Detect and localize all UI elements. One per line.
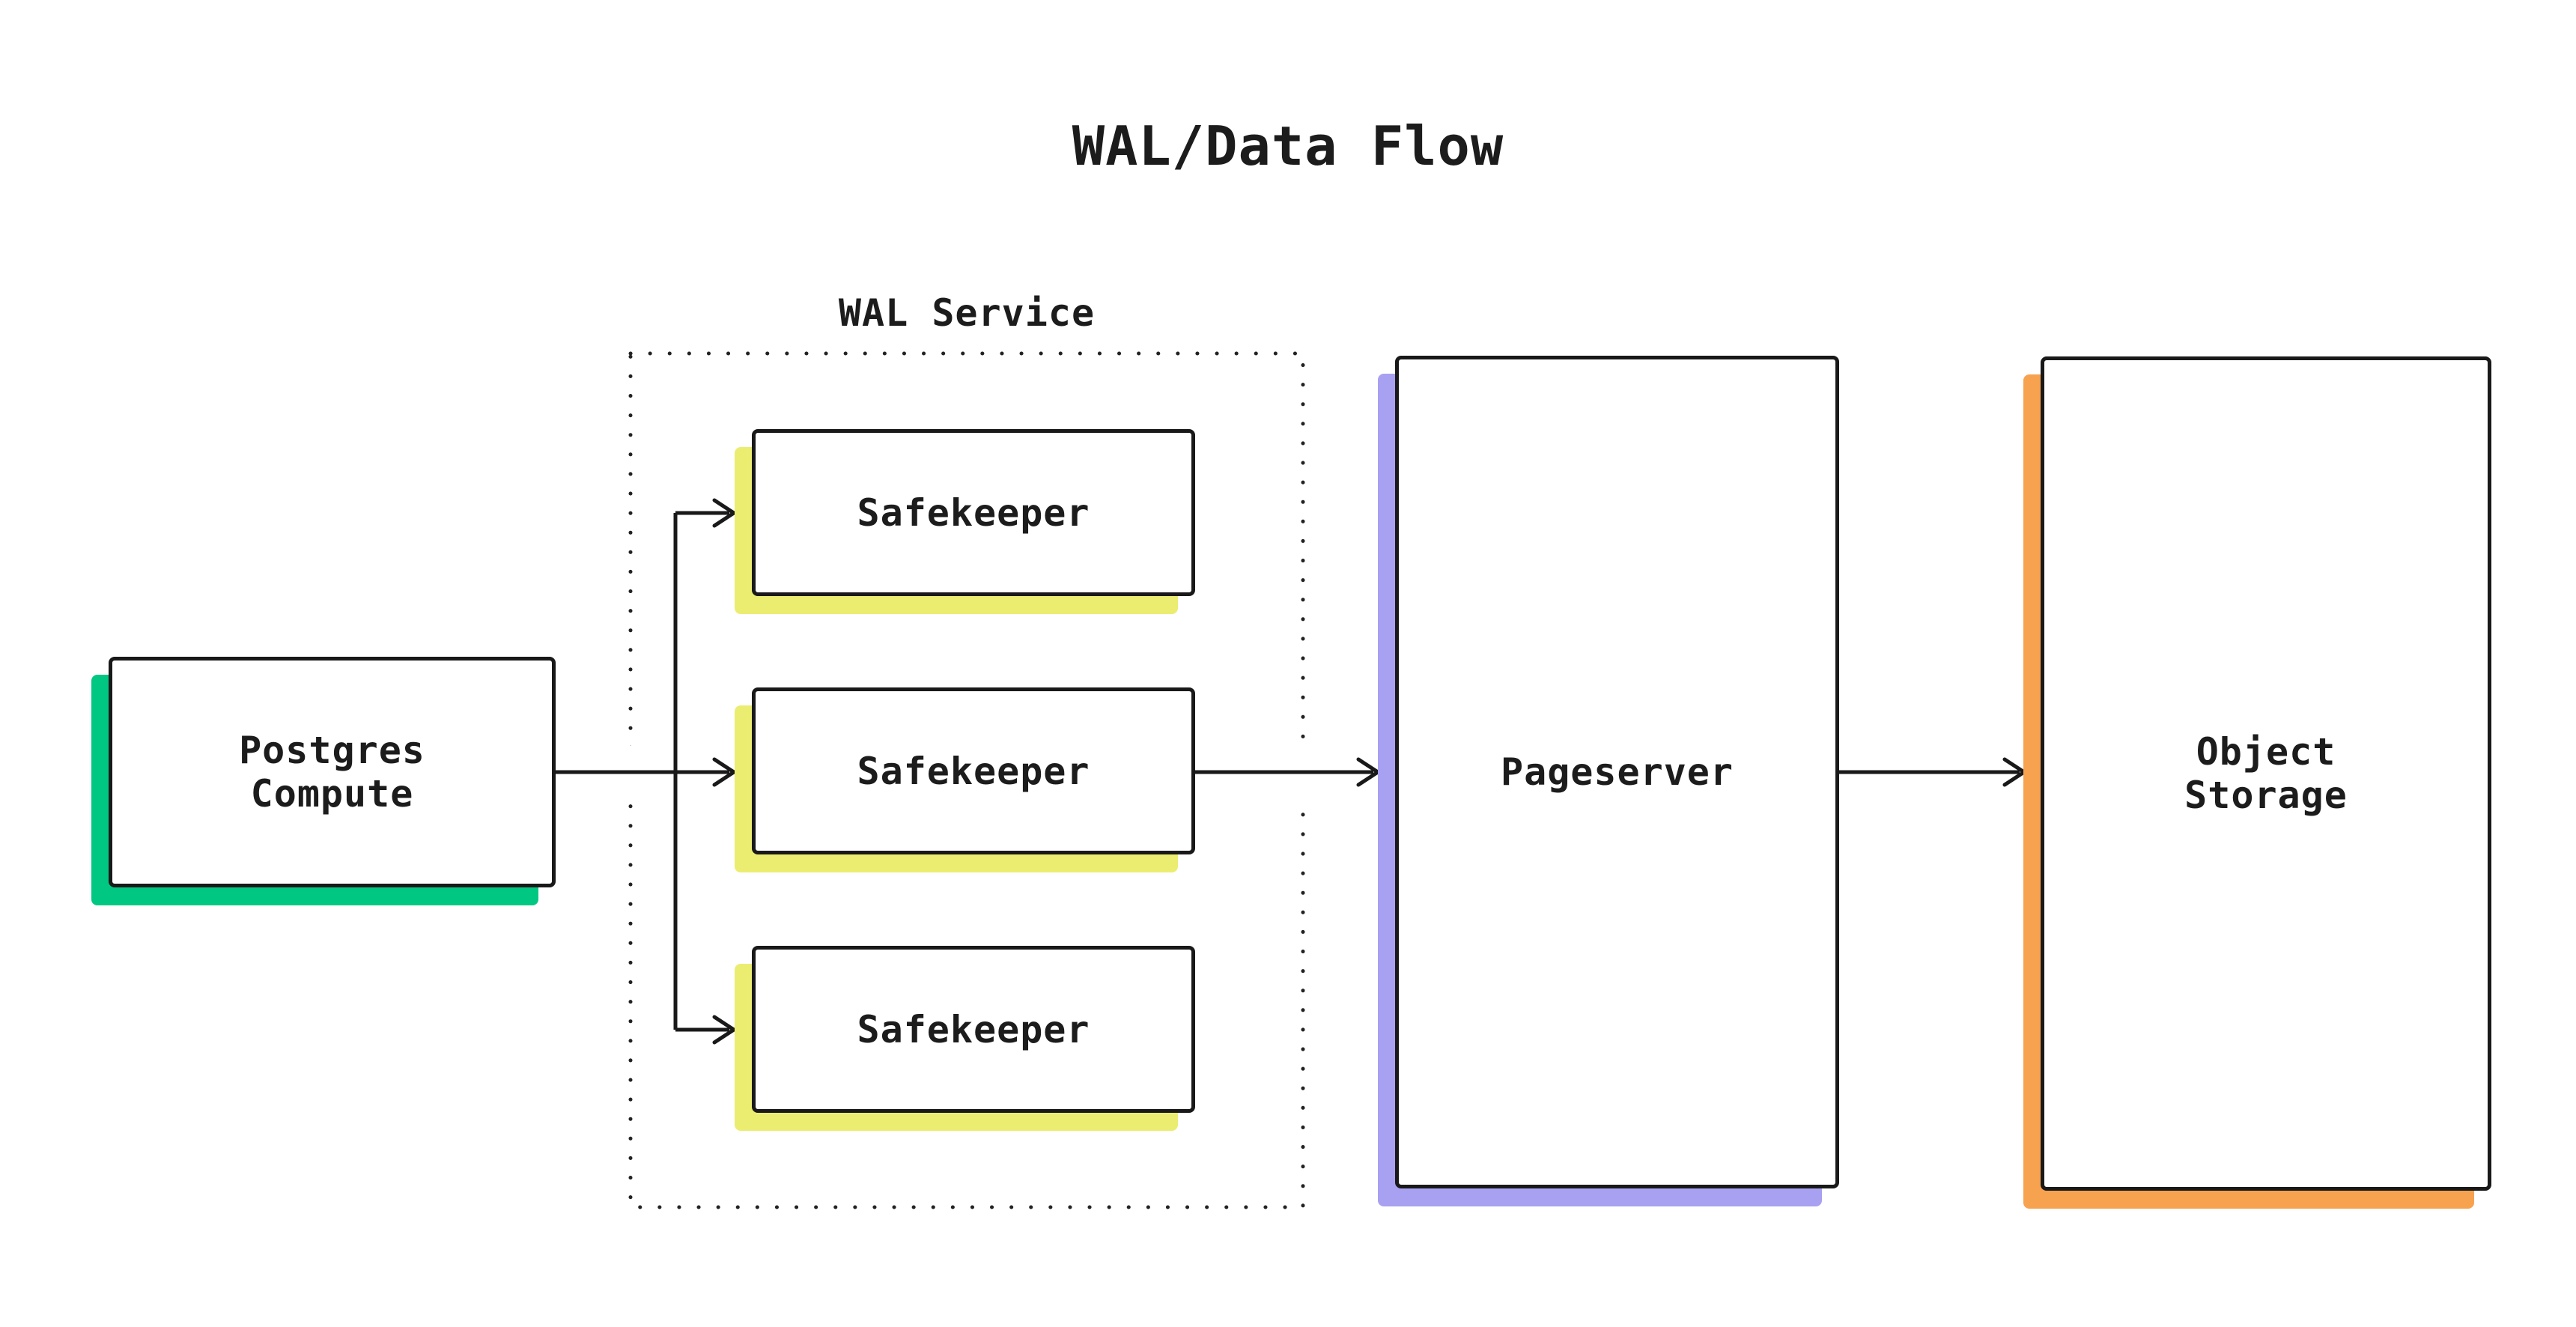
node-pageserver: Pageserver	[1395, 356, 1839, 1188]
node-postgres-compute: Postgres Compute	[109, 657, 556, 887]
arrowhead-safekeeper1	[712, 498, 738, 528]
node-postgres-compute-label: Postgres Compute	[239, 729, 425, 816]
arrowhead-safekeeper3	[712, 1015, 738, 1045]
node-object-storage-label: Object Storage	[2184, 730, 2348, 817]
arrowhead-object-storage	[2002, 757, 2028, 787]
node-safekeeper-3: Safekeeper	[752, 946, 1195, 1113]
arrowhead-safekeeper2	[712, 757, 738, 787]
node-safekeeper-3-label: Safekeeper	[857, 1007, 1090, 1051]
node-object-storage: Object Storage	[2041, 356, 2491, 1191]
node-pageserver-label: Pageserver	[1500, 750, 1734, 794]
node-safekeeper-2: Safekeeper	[752, 687, 1195, 854]
diagram-title: WAL/Data Flow	[1072, 115, 1504, 177]
wal-service-group-label: WAL Service	[838, 291, 1096, 335]
node-safekeeper-1: Safekeeper	[752, 429, 1195, 596]
node-safekeeper-2-label: Safekeeper	[857, 749, 1090, 793]
node-safekeeper-1-label: Safekeeper	[857, 491, 1090, 535]
wal-service-group-border	[628, 351, 1305, 1209]
arrowhead-pageserver	[1356, 757, 1382, 787]
